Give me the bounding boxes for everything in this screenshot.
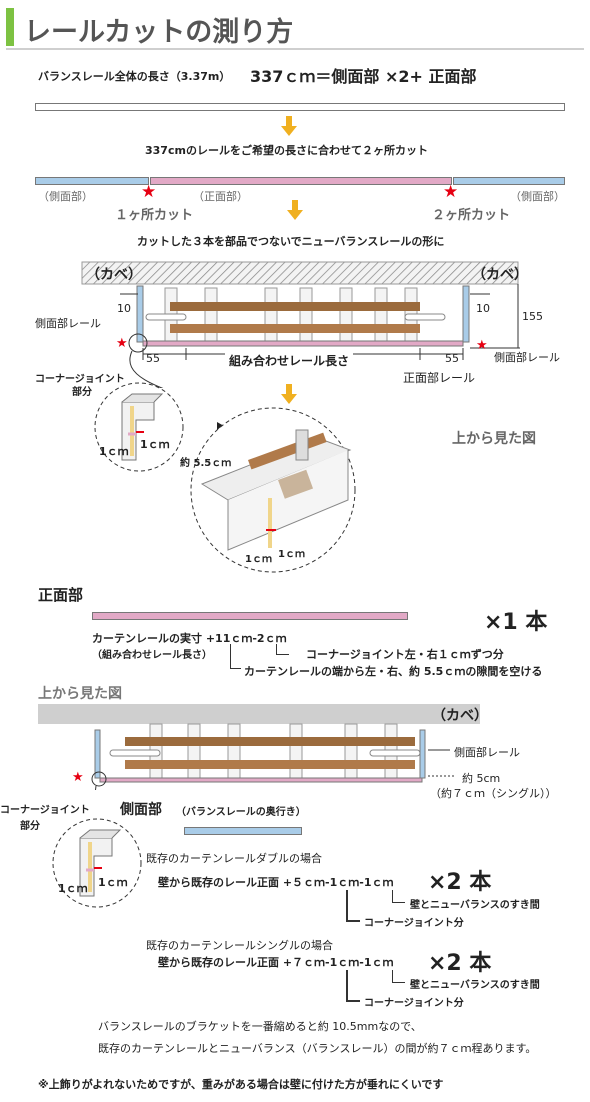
bracket-note1: バランスレールのブラケットを一番縮めると約 10.5mmなので、 bbox=[98, 1020, 422, 1033]
footer-note: ※上飾りがよれないためですが、重みがある場合は壁に付けた方が垂れにくいです bbox=[38, 1078, 444, 1091]
top-view-heading: 上から見た図 bbox=[38, 686, 122, 702]
cm1a-label-2: 1ｃｍ bbox=[58, 882, 88, 895]
double-formula: 壁から既存のレール正面 +５ｃｍ-1ｃｍ-1ｃｍ bbox=[158, 876, 394, 889]
double-note2: コーナージョイント分 bbox=[364, 918, 464, 929]
bracket-line bbox=[230, 644, 241, 669]
left-side-piece bbox=[35, 177, 149, 185]
bracket-line bbox=[392, 890, 405, 903]
bracket-line bbox=[346, 890, 360, 922]
corner-joint-zoom-2 bbox=[52, 818, 142, 908]
double-case-label: 既存のカーテンレールダブルの場合 bbox=[146, 852, 322, 865]
corner-joint-part-label-2: 部分 bbox=[20, 821, 40, 832]
single-case-label: 既存のカーテンレールシングルの場合 bbox=[146, 939, 333, 952]
top-view-diagram bbox=[38, 704, 480, 790]
cut1-star-icon: ★ bbox=[141, 182, 157, 202]
page-title: レールカットの測り方 bbox=[24, 17, 294, 48]
bracket-line bbox=[276, 644, 289, 655]
cm1c-label: 1ｃｍ bbox=[245, 554, 272, 565]
side-rail-left-label: 側面部レール bbox=[35, 317, 101, 330]
side-rail-right-label: 側面部レール bbox=[494, 351, 560, 364]
right-piece-label: （側面部） bbox=[510, 190, 565, 203]
front-note1: コーナージョイント左・右１ｃｍずつ分 bbox=[306, 648, 504, 661]
cm1a-label: 1ｃｍ bbox=[99, 445, 129, 458]
wall-label-2: （カベ） bbox=[432, 708, 488, 724]
double-count: ×2 本 bbox=[428, 870, 492, 895]
front-formula: カーテンレールの実寸 +11ｃｍ-2ｃｍ bbox=[92, 632, 287, 645]
approx-7-label: （約７ｃｍ（シングル）） bbox=[430, 787, 557, 800]
cm1d-label: 1ｃｍ bbox=[278, 549, 305, 560]
combined-length-label: 組み合わせレール長さ bbox=[225, 352, 354, 369]
cm1b-label-2: 1ｃｍ bbox=[98, 876, 128, 889]
dim-55-left: 55 bbox=[146, 352, 160, 365]
cut2-star-icon: ★ bbox=[443, 182, 459, 202]
front-note2: カーテンレールの端から左・右、約 5.5ｃｍの隙間を空ける bbox=[244, 665, 543, 678]
title-divider bbox=[6, 48, 584, 50]
front-formula-sub: （組み合わせレール長さ） bbox=[92, 650, 212, 661]
cut-instruction: 337cmのレールをご希望の長さに合わせて２ヶ所カット bbox=[145, 144, 428, 157]
single-formula: 壁から既存のレール正面 +７ｃｍ-1ｃｍ-1ｃｍ bbox=[158, 956, 394, 969]
total-length-label: バランスレール全体の長さ（3.37m） bbox=[38, 70, 231, 83]
side-heading: 側面部 bbox=[120, 802, 162, 818]
top-view-label-1: 上から見た図 bbox=[452, 431, 536, 447]
side-rail-label-2: 側面部レール bbox=[454, 746, 520, 759]
right-side-piece bbox=[453, 177, 565, 185]
title-accent-bar bbox=[6, 8, 14, 46]
front-rail-bar bbox=[92, 612, 408, 620]
down-arrow-icon bbox=[281, 384, 297, 404]
approx-5-label: 約 5cm bbox=[462, 772, 501, 785]
bracket-line bbox=[392, 970, 405, 983]
single-count: ×2 本 bbox=[428, 951, 492, 976]
corner-joint-zoom bbox=[94, 382, 184, 472]
front-count: ×1 本 bbox=[484, 610, 548, 635]
single-note2: コーナージョイント分 bbox=[364, 998, 464, 1009]
center-piece-label: （正面部） bbox=[193, 190, 248, 203]
side-rail-bar bbox=[184, 827, 302, 835]
join-instruction: カットした３本を部品でつないでニューバランスレールの形に bbox=[137, 235, 445, 248]
left-piece-label: （側面部） bbox=[38, 190, 93, 203]
cut1-label: １ヶ所カット bbox=[115, 208, 194, 223]
front-heading: 正面部 bbox=[38, 586, 84, 604]
side-heading-sub: （バランスレールの奥行き） bbox=[176, 807, 306, 818]
single-note1: 壁とニューバランスのすき間 bbox=[410, 980, 540, 991]
corner-star-icon: ★ bbox=[72, 770, 84, 785]
dim-55-right: 55 bbox=[445, 352, 459, 365]
full-rail bbox=[35, 103, 565, 111]
dim-155: 155 bbox=[522, 310, 543, 323]
approx-55-label: 約 5.5ｃｍ bbox=[180, 458, 232, 469]
wall-left-label: （カベ） bbox=[86, 267, 142, 283]
corner-joint-part-label: 部分 bbox=[72, 387, 92, 398]
cut2-label: ２ヶ所カット bbox=[432, 208, 511, 223]
bracket-note2: 既存のカーテンレールとニューバランス（バランスレール）の間が約７ｃｍ程あります。 bbox=[98, 1042, 537, 1055]
length-formula: 337ｃｍ＝側面部 ×2+ 正面部 bbox=[250, 67, 477, 86]
rail-end-zoom bbox=[190, 407, 356, 573]
front-rail-label: 正面部レール bbox=[403, 371, 476, 385]
wall-right-label: （カベ） bbox=[472, 267, 528, 283]
dim-10-left: 10 bbox=[117, 302, 131, 315]
down-arrow-icon bbox=[281, 116, 297, 136]
down-arrow-icon bbox=[287, 200, 303, 220]
double-note1: 壁とニューバランスのすき間 bbox=[410, 900, 540, 911]
corner-star-icon: ★ bbox=[116, 336, 128, 351]
dim-10-right: 10 bbox=[476, 302, 490, 315]
bracket-line bbox=[346, 970, 360, 1002]
corner-star-icon: ★ bbox=[476, 338, 488, 353]
front-view-diagram bbox=[81, 261, 520, 388]
corner-joint-label: コーナージョイント bbox=[35, 374, 125, 385]
cm1b-label: 1ｃｍ bbox=[140, 438, 170, 451]
corner-joint-label-2: コーナージョイント bbox=[0, 805, 90, 816]
center-front-piece bbox=[150, 177, 452, 185]
